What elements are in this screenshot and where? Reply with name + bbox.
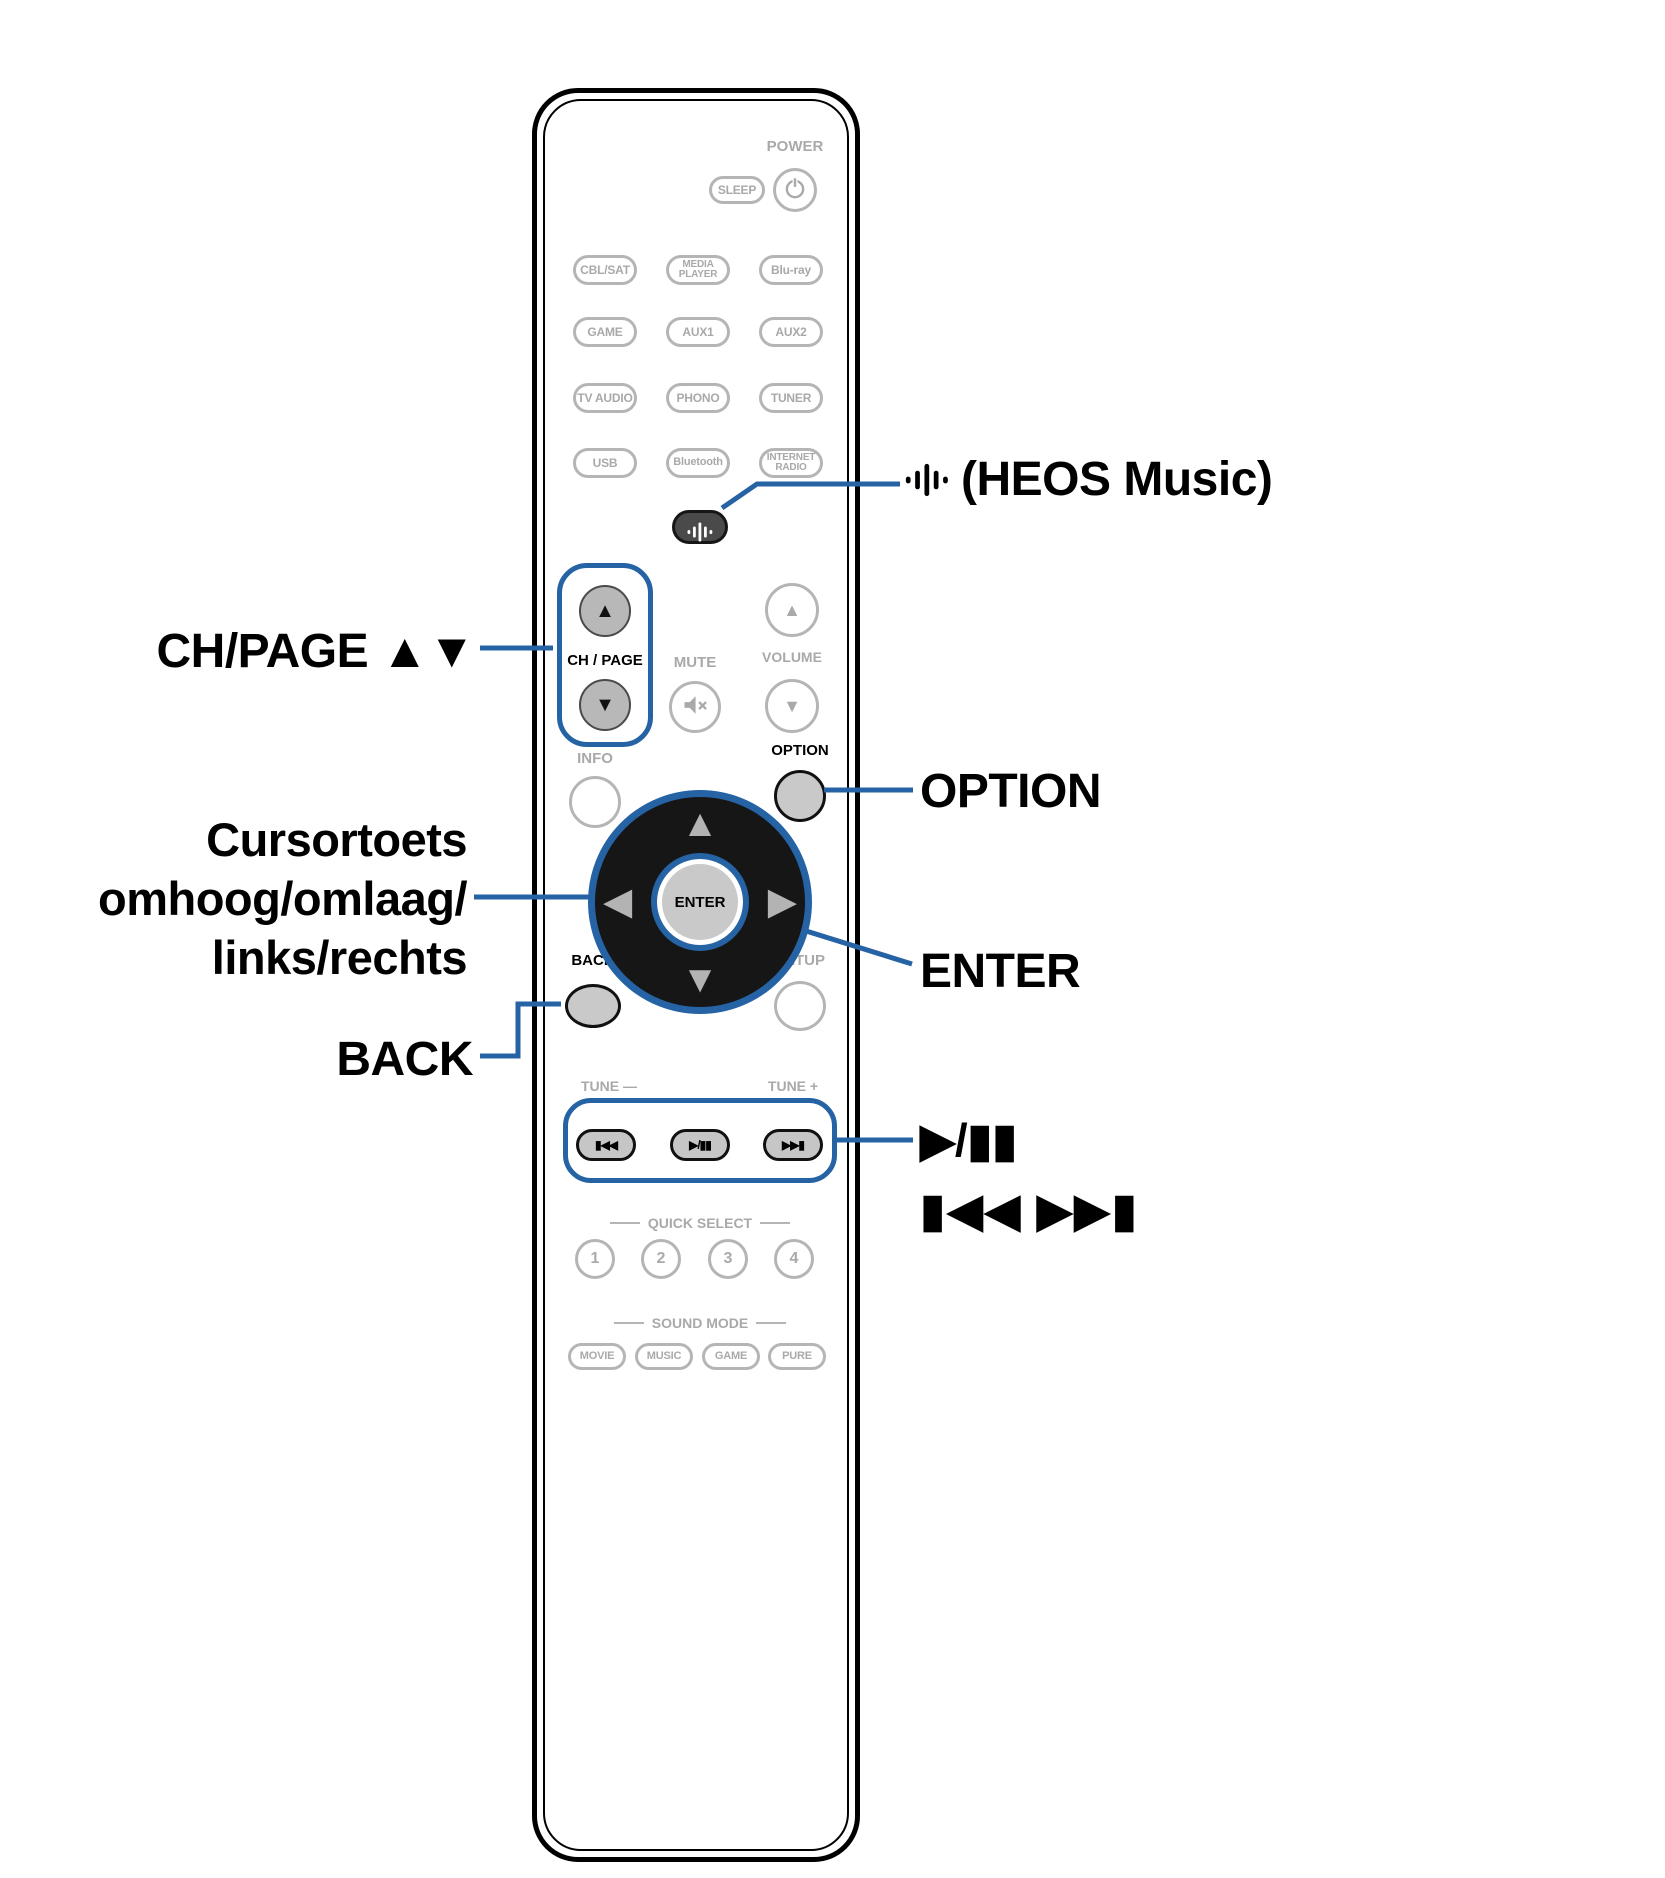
sound-mode-movie-button[interactable]: MOVIE: [568, 1343, 626, 1370]
heos-callout-text: (HEOS Music): [961, 453, 1273, 506]
callout-ch-page: CH/PAGE ▲▼: [156, 625, 476, 678]
sound-mode-label: SOUND MODE: [651, 1315, 749, 1331]
transport-highlight-box: [563, 1098, 837, 1183]
source-button-phono[interactable]: PHONO: [666, 383, 730, 413]
quick-select-3-button[interactable]: 3: [708, 1239, 748, 1279]
cursor-pad: ▲ ▼ ◀ ▶ ENTER: [588, 790, 812, 1014]
callout-enter: ENTER: [920, 945, 1081, 998]
source-button-bluetooth[interactable]: Bluetooth: [666, 448, 730, 478]
source-button-game[interactable]: GAME: [573, 317, 637, 347]
callout-option: OPTION: [920, 765, 1102, 818]
sleep-button[interactable]: SLEEP: [709, 176, 765, 204]
skip-back-button[interactable]: ▮◀◀: [576, 1129, 636, 1161]
mute-icon: [681, 691, 709, 724]
source-button-usb[interactable]: USB: [573, 448, 637, 478]
play-pause-button[interactable]: ▶/▮▮: [670, 1129, 730, 1161]
cursor-down-button[interactable]: ▼: [681, 959, 719, 1001]
volume-label: VOLUME: [762, 649, 822, 665]
back-button[interactable]: [565, 984, 621, 1028]
channel-page-up-button[interactable]: ▲: [579, 585, 631, 637]
callout-skip: ▮◀◀ ▶▶▮: [920, 1184, 1139, 1236]
right-dash: [760, 1222, 791, 1224]
left-dash: [613, 1322, 644, 1324]
sound-mode-game-button[interactable]: GAME: [702, 1343, 760, 1370]
source-button-aux2[interactable]: AUX2: [759, 317, 823, 347]
remote-control: POWER SLEEP CBL/SAT MEDIA PLAYER Blu-ray…: [532, 88, 860, 1862]
callout-back: BACK: [336, 1033, 473, 1086]
volume-up-button[interactable]: ▲: [765, 583, 819, 637]
right-dash: [756, 1322, 787, 1324]
heos-callout-icon: [905, 460, 949, 500]
cursor-left-button[interactable]: ◀: [603, 881, 633, 923]
callout-heos-music: (HEOS Music): [905, 450, 1273, 510]
quick-select-2-button[interactable]: 2: [641, 1239, 681, 1279]
mute-button[interactable]: [669, 681, 721, 733]
ch-page-highlight-box: [557, 563, 653, 747]
source-button-media-player[interactable]: MEDIA PLAYER: [666, 255, 730, 285]
source-button-blu-ray[interactable]: Blu-ray: [759, 255, 823, 285]
quick-select-1-button[interactable]: 1: [575, 1239, 615, 1279]
cursor-right-button[interactable]: ▶: [767, 881, 797, 923]
tune-minus-label: TUNE —: [581, 1078, 637, 1094]
sound-mode-music-button[interactable]: MUSIC: [635, 1343, 693, 1370]
callout-cursor-keys: Cursortoets omhoog/omlaag/ links/rechts: [98, 813, 468, 985]
skip-forward-button[interactable]: ▶▶▮: [763, 1129, 823, 1161]
cursor-up-button[interactable]: ▲: [681, 803, 719, 845]
info-button[interactable]: [569, 776, 621, 828]
quick-select-4-button[interactable]: 4: [774, 1239, 814, 1279]
enter-button[interactable]: ENTER: [651, 853, 749, 951]
sound-mode-header: SOUND MODE: [580, 1315, 820, 1331]
power-label: POWER: [766, 138, 824, 155]
setup-button[interactable]: [774, 981, 826, 1031]
volume-down-button[interactable]: ▼: [765, 679, 819, 733]
channel-page-down-button[interactable]: ▼: [579, 679, 631, 731]
left-dash: [609, 1222, 640, 1224]
sound-mode-pure-button[interactable]: PURE: [768, 1343, 826, 1370]
tune-plus-label: TUNE +: [767, 1078, 819, 1094]
heos-icon: [687, 508, 713, 545]
option-label: OPTION: [771, 742, 829, 759]
quick-select-header: QUICK SELECT: [580, 1215, 820, 1231]
source-button-aux1[interactable]: AUX1: [666, 317, 730, 347]
power-icon: [782, 175, 808, 206]
option-button[interactable]: [774, 770, 826, 822]
ch-page-label: CH / PAGE: [567, 652, 643, 669]
info-label: INFO: [577, 750, 613, 767]
power-button[interactable]: [773, 168, 817, 212]
source-button-internet-radio[interactable]: INTERNET RADIO: [759, 448, 823, 478]
quick-select-label: QUICK SELECT: [647, 1215, 753, 1231]
source-button-cbl-sat[interactable]: CBL/SAT: [573, 255, 637, 285]
mute-label: MUTE: [673, 654, 717, 671]
heos-music-button[interactable]: [672, 510, 728, 544]
callout-play-pause: ▶/▮▮: [920, 1114, 1017, 1166]
source-button-tuner[interactable]: TUNER: [759, 383, 823, 413]
source-button-tv-audio[interactable]: TV AUDIO: [573, 383, 637, 413]
